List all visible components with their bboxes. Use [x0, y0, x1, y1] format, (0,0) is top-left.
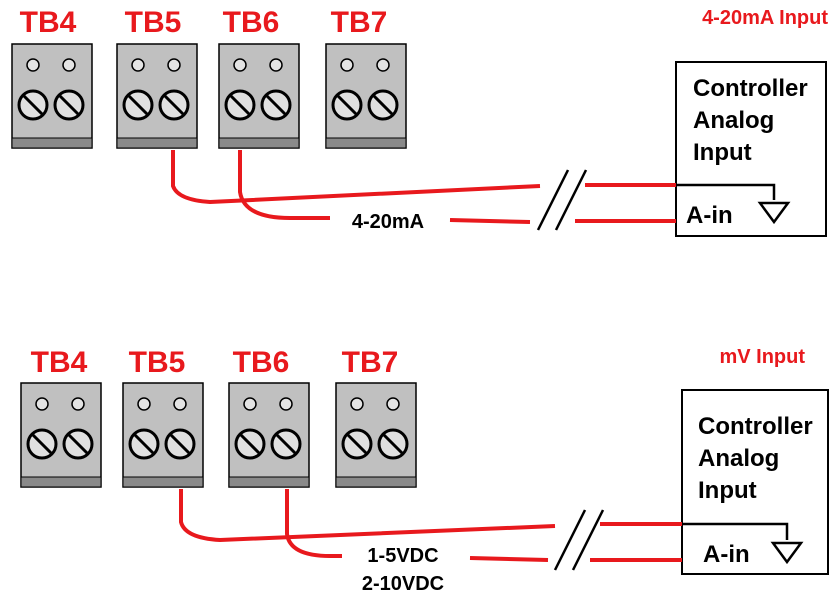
screw-indicator-icon — [279, 397, 293, 411]
terminal-label-tb6: TB6 — [233, 346, 290, 379]
screw-indicator-icon — [26, 58, 40, 72]
terminal-label-tb7: TB7 — [342, 346, 399, 379]
terminal-label-tb6: TB6 — [223, 6, 280, 39]
pin-label-a-in: A-in — [686, 202, 733, 229]
wire-break-mark — [553, 509, 587, 571]
ground-icon — [757, 201, 791, 225]
screw-indicator-icon — [131, 58, 145, 72]
terminal-block-tb7 — [335, 382, 417, 488]
ground-icon — [770, 541, 804, 565]
signal-label: 4-20mA — [352, 211, 424, 233]
terminal-block-tb4 — [20, 382, 102, 488]
controller-label-line-3: Input — [698, 477, 757, 504]
wire-break-mark — [554, 169, 588, 231]
wire-tb5 — [179, 489, 682, 543]
screw-indicator-icon — [376, 58, 390, 72]
terminal-label-tb5: TB5 — [129, 346, 186, 379]
terminal-label-tb7: TB7 — [331, 6, 388, 39]
diagram-4-20ma: 4-20mA Input TB4 TB5 TB6 TB7 — [11, 6, 828, 237]
terminal-block-tb5 — [122, 382, 204, 488]
pin-label-a-in: A-in — [703, 541, 750, 568]
terminal-label-tb5: TB5 — [125, 6, 182, 39]
wire-tb6 — [238, 150, 676, 224]
terminal-block-tb6 — [228, 382, 310, 488]
terminal-block-tb5 — [116, 43, 198, 149]
diagram-title: mV Input — [719, 346, 805, 368]
controller-box — [681, 389, 829, 575]
screw-indicator-icon — [233, 58, 247, 72]
signal-label-1: 1-5VDC — [367, 545, 438, 567]
screw-indicator-icon — [350, 397, 364, 411]
terminal-label-tb4: TB4 — [31, 346, 88, 379]
wire-break-mark — [571, 509, 605, 571]
wire-break-mark — [536, 169, 570, 231]
terminal-block-tb7 — [325, 43, 407, 149]
screw-indicator-icon — [243, 397, 257, 411]
terminal-block-tb6 — [218, 43, 300, 149]
controller-label-line-2: Analog — [698, 445, 779, 472]
terminal-block-tb4 — [11, 43, 93, 149]
signal-label-2: 2-10VDC — [362, 573, 444, 595]
controller-label-line-3: Input — [693, 139, 752, 166]
screw-indicator-icon — [386, 397, 400, 411]
controller-label-line-1: Controller — [698, 413, 813, 440]
screw-indicator-icon — [71, 397, 85, 411]
wire-tb6 — [285, 489, 682, 562]
controller-label-line-2: Analog — [693, 107, 774, 134]
screw-indicator-icon — [173, 397, 187, 411]
screw-indicator-icon — [167, 58, 181, 72]
screw-indicator-icon — [137, 397, 151, 411]
screw-indicator-icon — [35, 397, 49, 411]
screw-indicator-icon — [62, 58, 76, 72]
controller-label-line-1: Controller — [693, 75, 808, 102]
diagram-mv: mV Input TB4 TB5 TB6 TB7 — [20, 346, 829, 595]
screw-indicator-icon — [269, 58, 283, 72]
terminal-label-tb4: TB4 — [20, 6, 77, 39]
wire-tb5 — [171, 150, 676, 205]
screw-indicator-icon — [340, 58, 354, 72]
diagram-title: 4-20mA Input — [702, 7, 828, 29]
controller-box — [675, 61, 827, 237]
